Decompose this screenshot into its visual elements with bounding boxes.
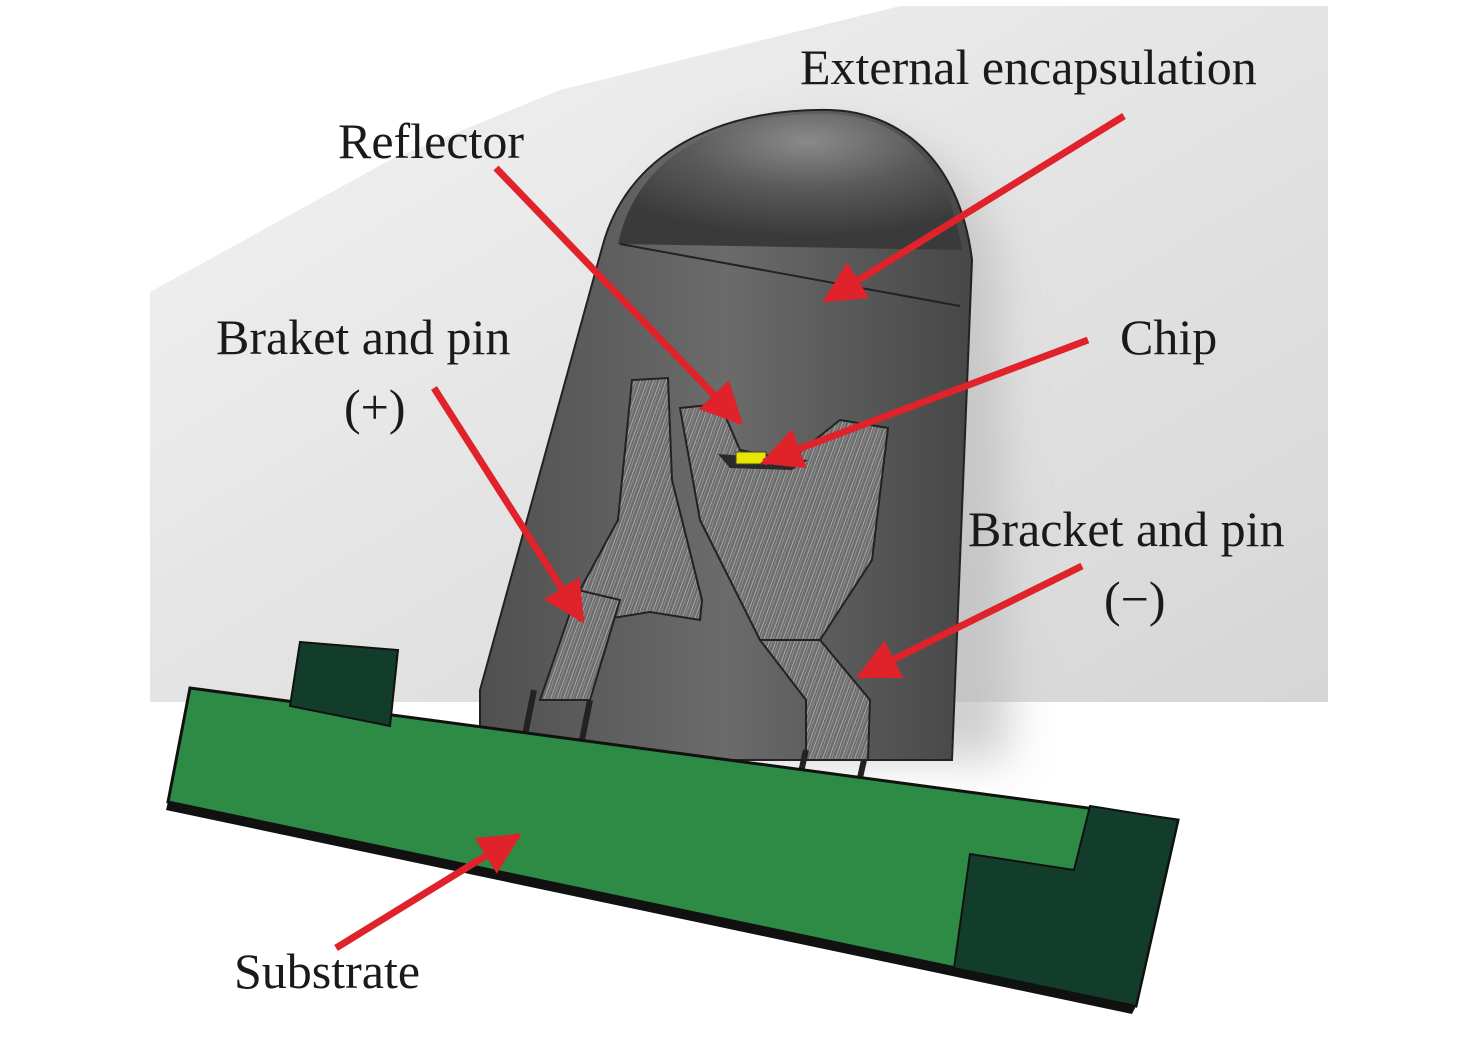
red-arrow-icon (334, 833, 522, 951)
label-braket-and-pin: Braket and pin (216, 309, 511, 365)
red-arrow-icon (493, 165, 743, 426)
red-arrow-icon (856, 562, 1084, 680)
label-bracket-sign: (−) (1104, 571, 1166, 627)
chip-shape (735, 451, 767, 465)
braket-pin-plus-shape (517, 376, 704, 771)
substrate-shape (166, 640, 1180, 1014)
label-bracket-and-pin: Bracket and pin (968, 501, 1285, 557)
label-chip: Chip (1120, 309, 1218, 365)
red-arrow-icon (431, 386, 585, 624)
label-reflector: Reflector (338, 113, 525, 169)
label-external-encapsulation: External encapsulation (800, 39, 1257, 95)
label-substrate: Substrate (234, 943, 421, 999)
arrows (334, 113, 1126, 951)
red-arrow-icon (822, 113, 1126, 303)
red-arrow-icon (760, 336, 1090, 469)
label-braket-sign: (+) (344, 379, 406, 435)
